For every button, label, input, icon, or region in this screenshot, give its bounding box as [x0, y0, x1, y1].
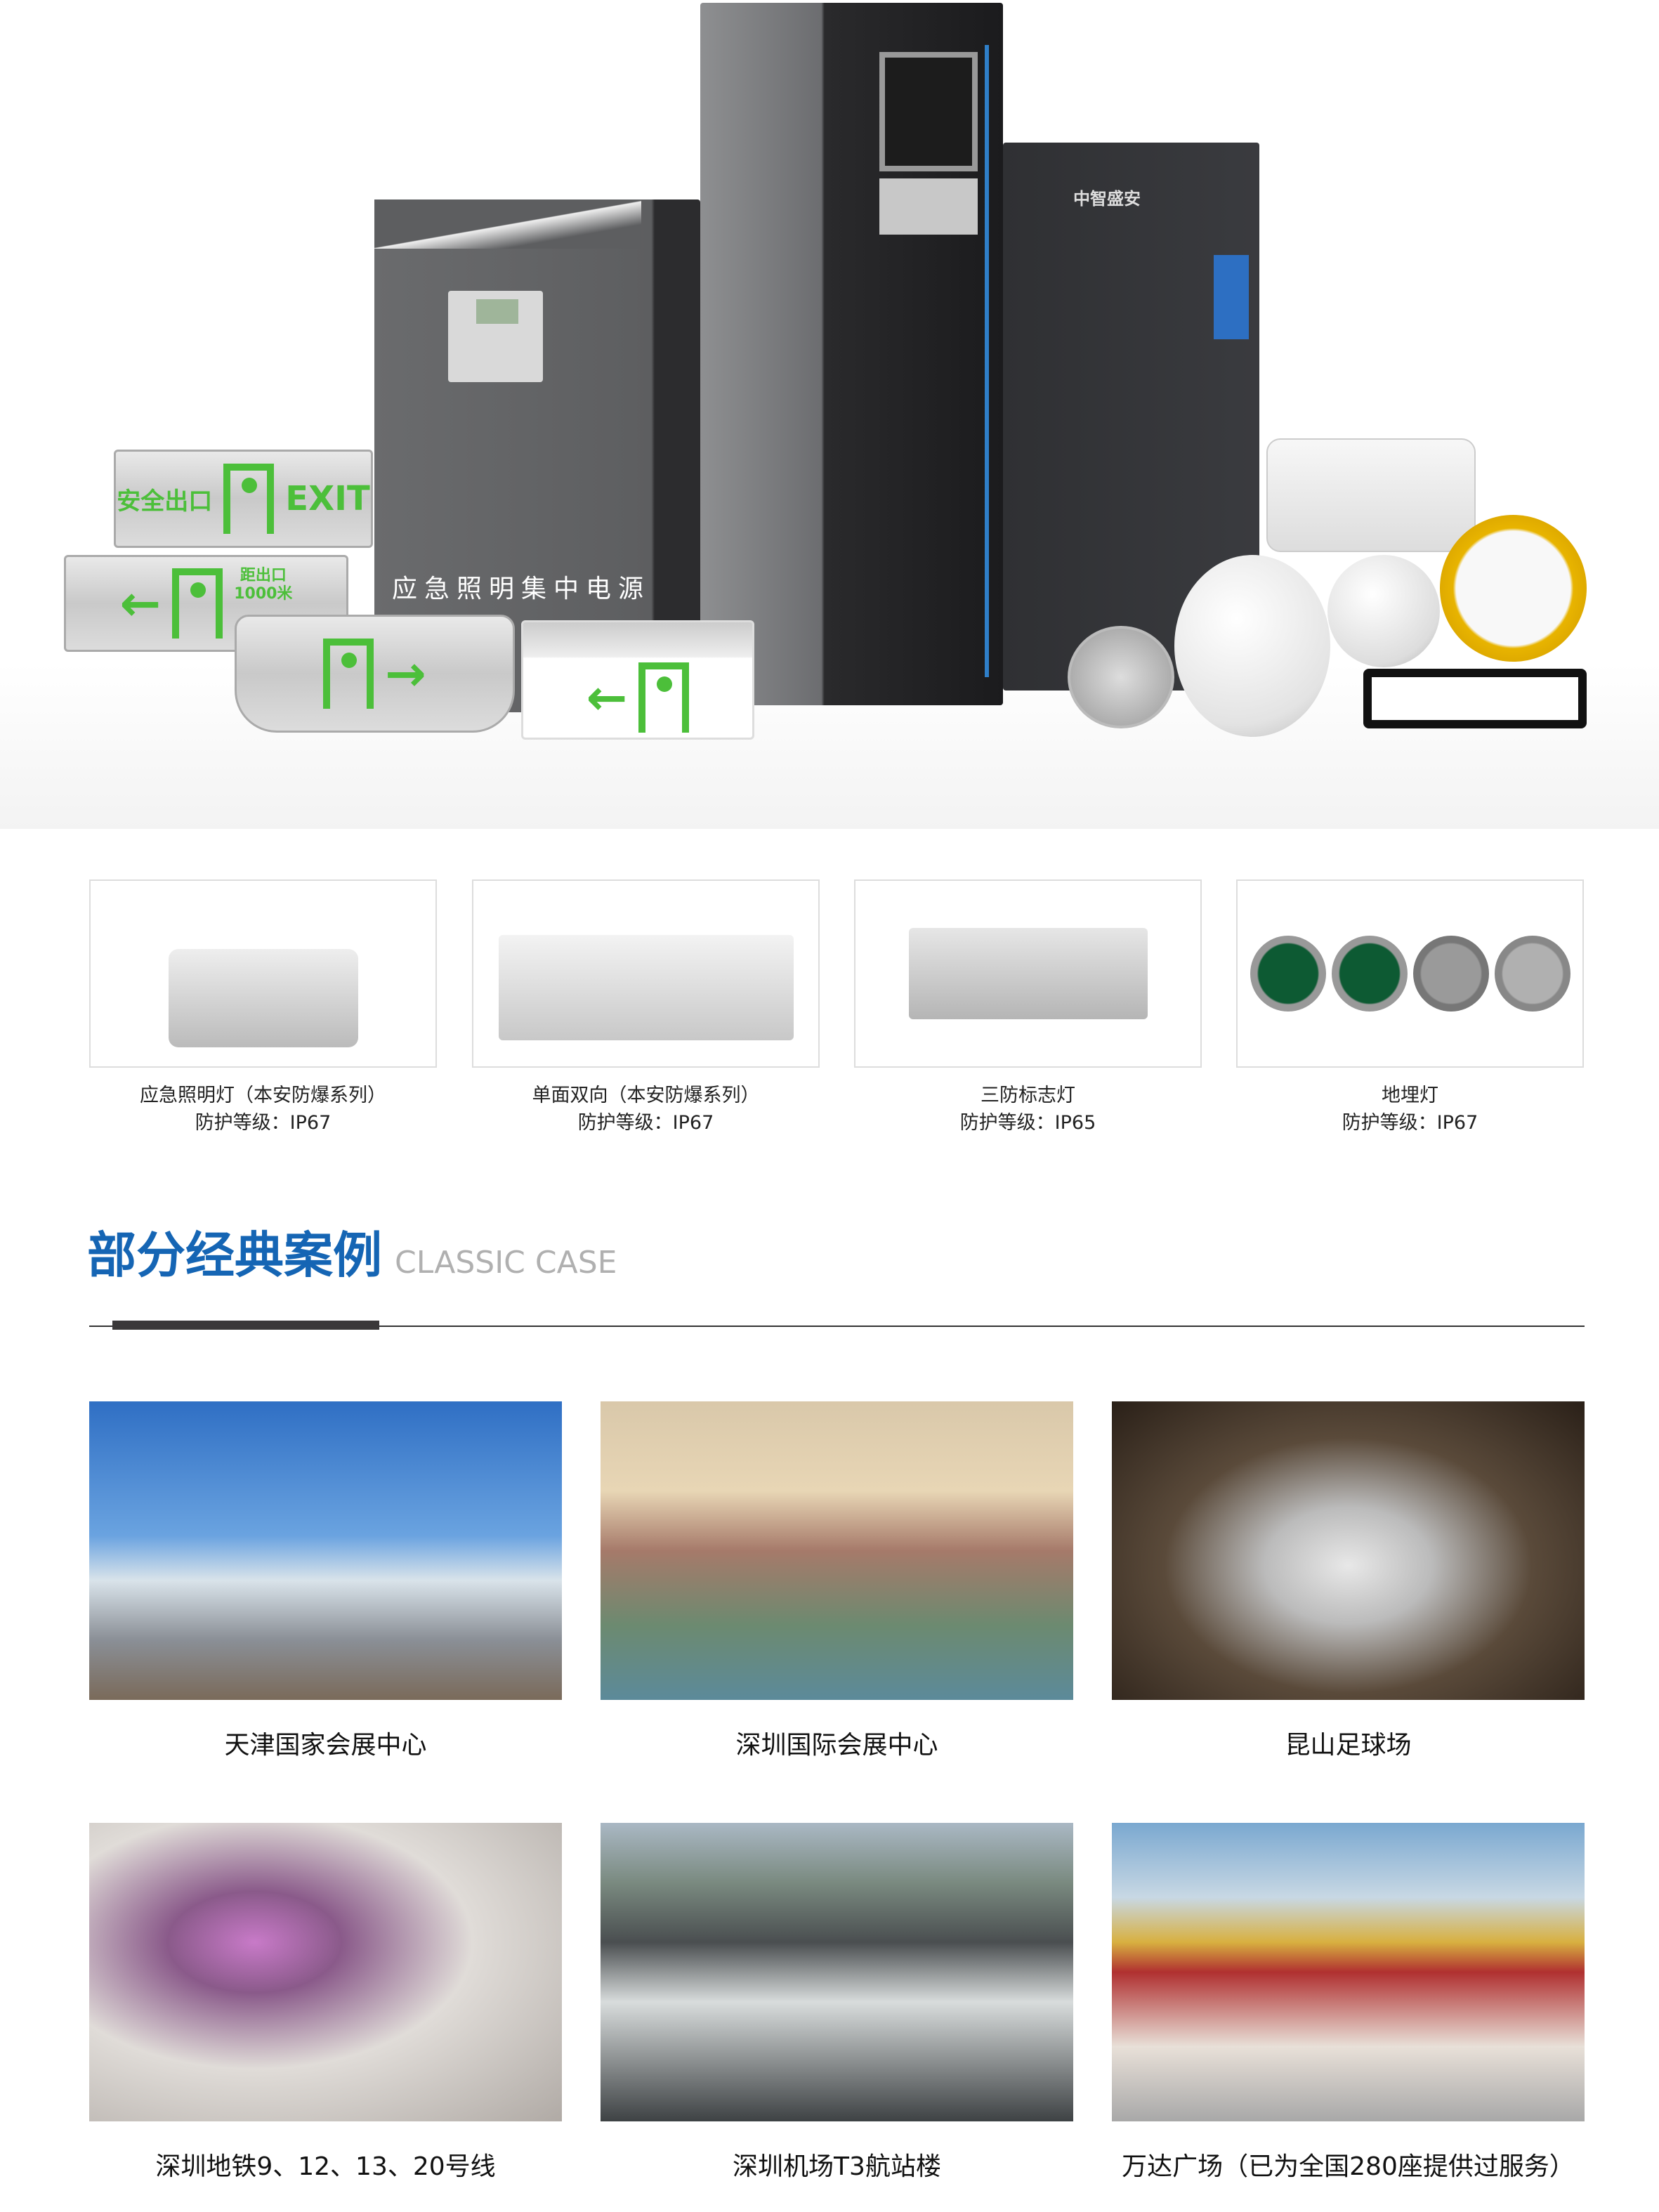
floor-light-icon: [1250, 936, 1326, 1012]
product-name: 单面双向（本安防爆系列）: [532, 1085, 760, 1106]
product-card-floor-light[interactable]: [1236, 879, 1584, 1068]
case-caption: 昆山足球场: [1285, 1731, 1412, 1760]
running-man-icon: [638, 662, 690, 733]
case-image-shenzhen-expo[interactable]: [601, 1401, 1073, 1700]
running-man-icon: [172, 568, 223, 639]
product-card-emergency-light[interactable]: [89, 879, 437, 1068]
floor-light-icon: [1494, 936, 1571, 1012]
exit-sign-safe-exit: 安全出口 EXIT: [114, 450, 373, 548]
case-image-shenzhen-metro[interactable]: [89, 1823, 562, 2121]
case-caption: 深圳地铁9、12、13、20号线: [155, 2152, 496, 2181]
running-man-icon: [223, 464, 275, 534]
tall-control-cabinet: [700, 3, 1003, 705]
case-caption: 深圳机场T3航站楼: [733, 2152, 941, 2181]
control-panel: [448, 291, 543, 382]
product-name: 三防标志灯: [981, 1085, 1075, 1106]
case-image-wanda-plaza[interactable]: [1112, 1823, 1585, 2121]
arrow-right-icon: →: [385, 645, 426, 702]
arrow-left-icon: ←: [119, 575, 162, 632]
product-caption: 地埋灯防护等级：IP67: [1236, 1082, 1584, 1137]
explosion-proof-light: [1440, 515, 1587, 662]
arrow-left-icon: ←: [586, 669, 628, 726]
product-rating: 防护等级：IP65: [959, 1112, 1096, 1134]
product-caption: 单面双向（本安防爆系列） 防护等级：IP67: [472, 1082, 820, 1137]
ceiling-light: [1174, 555, 1330, 737]
case-caption: 深圳国际会展中心: [735, 1731, 938, 1760]
case-image-tianjin[interactable]: [89, 1401, 562, 1700]
section-title: 部分经典案例: [87, 1226, 382, 1284]
small-ceiling-light: [1327, 555, 1440, 667]
product-rating: 防护等级：IP67: [1342, 1112, 1478, 1134]
sign-text: 安全出口: [117, 487, 213, 516]
product-name: 应急照明灯（本安防爆系列）: [140, 1085, 386, 1106]
product-caption: 应急照明灯（本安防爆系列） 防护等级：IP67: [89, 1082, 437, 1137]
case-image-kunshan-stadium[interactable]: [1112, 1401, 1585, 1700]
product-caption: 三防标志灯防护等级：IP65: [854, 1082, 1202, 1137]
section-heading: 部分经典案例 CLASSIC CASE: [87, 1231, 617, 1280]
case-image-shenzhen-airport[interactable]: [601, 1823, 1073, 2121]
floor-light: [1068, 626, 1174, 728]
section-subtitle: CLASSIC CASE: [395, 1245, 617, 1281]
case-caption: 万达广场（已为全国280座提供过服务）: [1122, 2152, 1575, 2181]
product-rating: 防护等级：IP67: [195, 1112, 332, 1134]
white-box-light: [1266, 438, 1476, 552]
case-caption: 天津国家会展中心: [224, 1731, 427, 1760]
section-divider-accent: [112, 1321, 379, 1330]
floor-light-icon: [1412, 936, 1489, 1012]
hanging-exit-sign: ←: [521, 620, 754, 740]
brand-logo: 中智盛安: [1073, 189, 1141, 209]
cabinet-label: 应急照明集中电源: [392, 575, 651, 603]
product-card-three-proof-sign[interactable]: [854, 879, 1202, 1068]
product-name: 地埋灯: [1382, 1085, 1438, 1106]
panel-light: [1363, 669, 1587, 728]
running-man-icon: [323, 639, 374, 709]
curved-exit-sign: →: [235, 615, 515, 733]
section-divider: [89, 1326, 1585, 1327]
sign-text: 距出口: [240, 567, 287, 584]
floor-light-icon: [1331, 936, 1408, 1012]
sign-text: EXIT: [285, 479, 370, 518]
product-card-double-sign[interactable]: [472, 879, 820, 1068]
product-rating: 防护等级：IP67: [577, 1112, 714, 1134]
sign-text: 1000米: [234, 585, 293, 603]
